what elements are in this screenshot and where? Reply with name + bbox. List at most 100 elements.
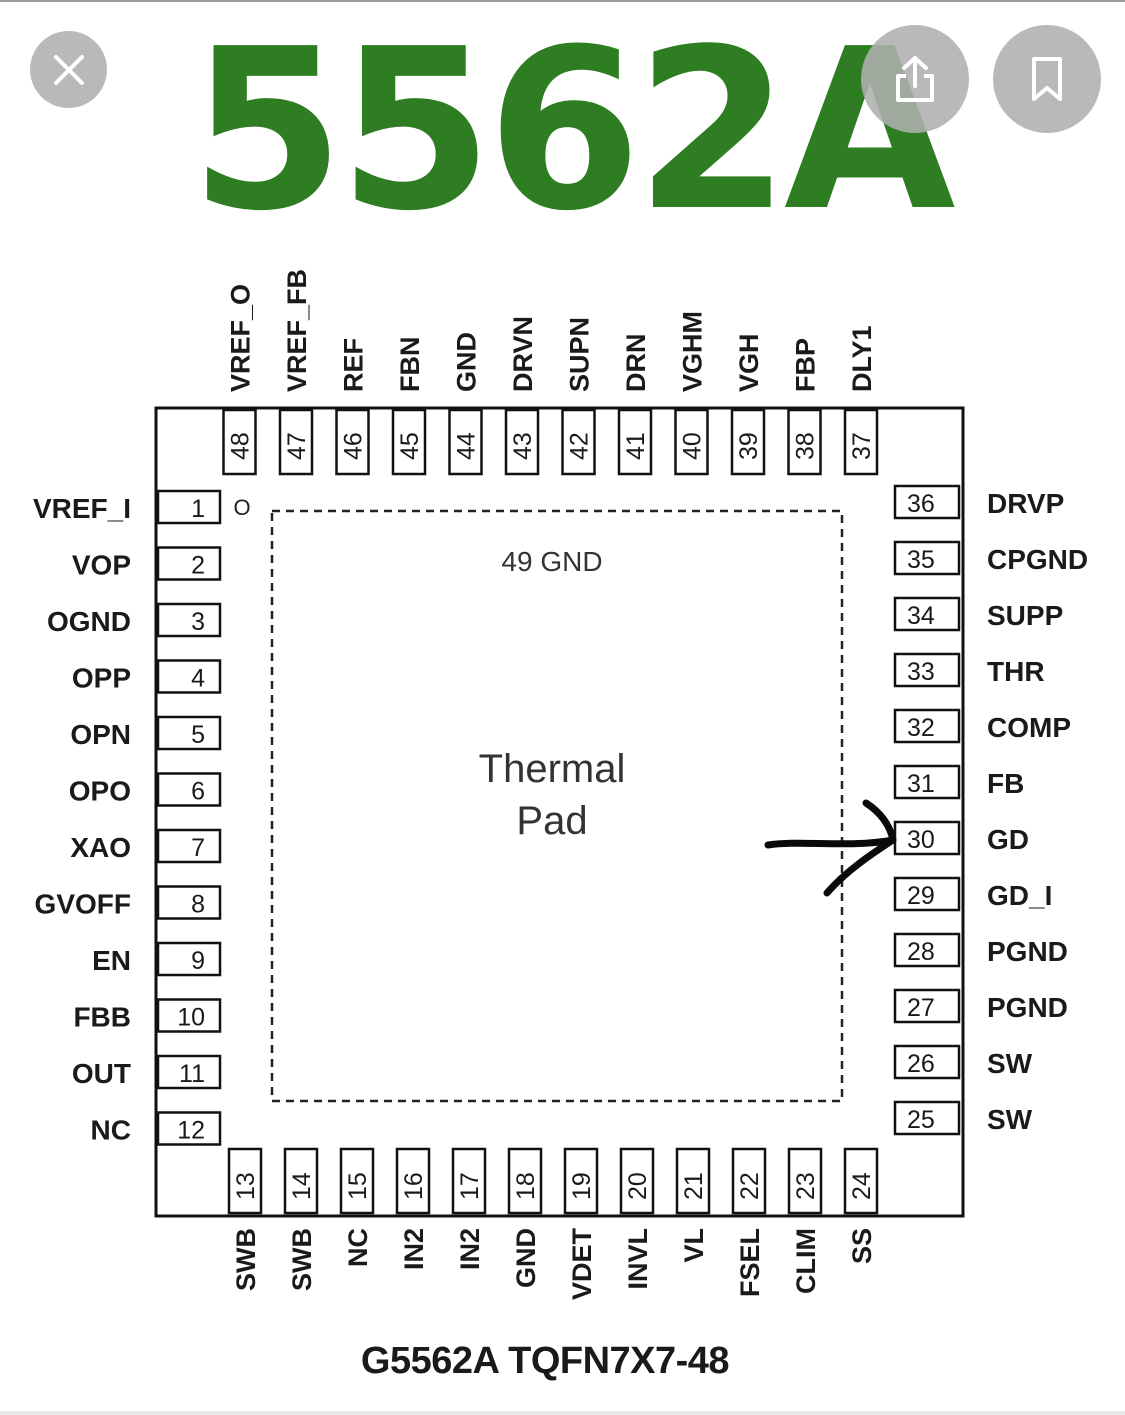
pin-16-number: 16 xyxy=(400,1172,428,1200)
pin-28-number: 28 xyxy=(907,938,935,966)
pin-45-number: 45 xyxy=(396,432,424,460)
pin-13-name: SWB xyxy=(231,1228,261,1291)
pin-26-pad xyxy=(893,1044,961,1080)
pin-33-pad xyxy=(893,652,961,688)
pin-27-pad xyxy=(893,988,961,1024)
pin-1-number: 1 xyxy=(191,495,205,523)
pin-31-pad xyxy=(893,764,961,800)
share-button[interactable] xyxy=(861,25,969,133)
pin-40-pad xyxy=(674,408,709,476)
pin-11-name: OUT xyxy=(72,1058,131,1089)
pin-39-name: VGH xyxy=(734,333,764,392)
pin-29-number: 29 xyxy=(907,882,935,910)
pin-7-pad xyxy=(156,828,222,864)
pin-38-number: 38 xyxy=(792,432,820,460)
pin-31-name: FB xyxy=(987,768,1024,799)
pin-31-number: 31 xyxy=(907,770,935,798)
pin-17-name: IN2 xyxy=(455,1228,485,1270)
pin-3-number: 3 xyxy=(191,608,205,636)
pin-17-number: 17 xyxy=(456,1172,484,1200)
pin-38-pad xyxy=(787,408,822,476)
pin-12-name: NC xyxy=(91,1115,131,1146)
pin-29-pad xyxy=(893,876,961,912)
pin-29-name: GD_I xyxy=(987,880,1052,911)
pin-40-name: VGHM xyxy=(678,311,708,392)
pin-11-pad xyxy=(156,1054,222,1090)
pin-19-name: VDET xyxy=(567,1227,597,1300)
pin-25-name: SW xyxy=(987,1104,1033,1135)
pin-37-pad xyxy=(843,408,879,476)
pin-36-number: 36 xyxy=(907,490,935,518)
close-button[interactable] xyxy=(30,31,107,108)
pin-44-name: GND xyxy=(452,332,482,392)
bottom-pin-row: 13SWB14SWB15NC16IN217IN218GND19VDET20INV… xyxy=(227,1147,879,1300)
pin-33-number: 33 xyxy=(907,658,935,686)
pin-11-number: 11 xyxy=(179,1060,205,1088)
pin-2-pad xyxy=(156,546,222,581)
pin-48-name: VREF_O xyxy=(226,284,256,392)
pin-28-pad xyxy=(893,932,961,968)
pin-22-name: FSEL xyxy=(735,1228,765,1297)
pin-25-number: 25 xyxy=(907,1106,935,1134)
pin-12-number: 12 xyxy=(177,1117,205,1145)
pin-4-pad xyxy=(156,659,222,694)
pin-35-name: CPGND xyxy=(987,544,1088,575)
thermal-pad-outline xyxy=(270,509,844,1103)
pin-19-pad xyxy=(563,1147,599,1215)
pin-4-name: OPP xyxy=(72,663,131,694)
pin-35-pad xyxy=(893,540,961,576)
pin-30-name: GD xyxy=(987,824,1029,855)
pin-44-pad xyxy=(448,408,483,476)
pin-15-pad xyxy=(339,1147,375,1215)
pin-27-name: PGND xyxy=(987,992,1068,1023)
bottom-divider xyxy=(0,1411,1125,1415)
pin-30-number: 30 xyxy=(907,826,935,854)
pin-5-number: 5 xyxy=(191,721,205,749)
pin-20-pad xyxy=(619,1147,655,1215)
bookmark-button[interactable] xyxy=(993,25,1101,133)
pin-14-name: SWB xyxy=(287,1228,317,1291)
pin-1-pad xyxy=(156,489,222,525)
pin-5-pad xyxy=(156,715,222,751)
pin-39-pad xyxy=(730,408,766,476)
pin-17-pad xyxy=(451,1147,487,1215)
pin-23-name: CLIM xyxy=(791,1228,821,1294)
left-pin-row: 1VREF_I2VOP3OGND4OPP5OPN6OPO7XAO8GVOFF9E… xyxy=(33,489,222,1146)
package-caption: G5562A TQFN7X7-48 xyxy=(360,1340,730,1382)
pin-48-number: 48 xyxy=(227,432,255,460)
pin-27-number: 27 xyxy=(907,994,935,1022)
pin-25-pad xyxy=(893,1100,961,1136)
pin-20-number: 20 xyxy=(624,1172,652,1200)
pin-33-name: THR xyxy=(987,656,1045,687)
pin-6-name: OPO xyxy=(69,776,131,807)
pin-34-number: 34 xyxy=(907,602,935,630)
top-divider xyxy=(0,0,1125,2)
pin-37-name: DLY1 xyxy=(847,325,877,392)
pin-4-number: 4 xyxy=(191,665,205,693)
pin-41-pad xyxy=(617,408,653,476)
pin-47-name: VREF_FB xyxy=(282,269,312,392)
pin-46-pad xyxy=(335,408,370,476)
pin-24-number: 24 xyxy=(848,1172,876,1200)
pin-45-pad xyxy=(391,408,427,476)
pin-6-pad xyxy=(156,772,222,807)
thermal-pad-gnd-label: 49 GND xyxy=(501,546,602,577)
pin-42-name: SUPN xyxy=(565,317,595,392)
pin-47-number: 47 xyxy=(283,432,311,460)
pin-32-name: COMP xyxy=(987,712,1071,743)
pin-40-number: 40 xyxy=(679,432,707,460)
pin-21-pad xyxy=(675,1147,711,1215)
pin-23-number: 23 xyxy=(792,1172,820,1200)
pin-16-name: IN2 xyxy=(399,1228,429,1270)
pin-37-number: 37 xyxy=(848,432,876,460)
pin-36-name: DRVP xyxy=(987,488,1064,519)
pin-16-pad xyxy=(395,1147,431,1215)
pin-18-number: 18 xyxy=(512,1172,540,1200)
pin-34-name: SUPP xyxy=(987,600,1063,631)
pin-9-name: EN xyxy=(92,945,131,976)
pin-46-number: 46 xyxy=(340,432,368,460)
pin-42-number: 42 xyxy=(566,432,594,460)
pin-18-name: GND xyxy=(511,1228,541,1288)
